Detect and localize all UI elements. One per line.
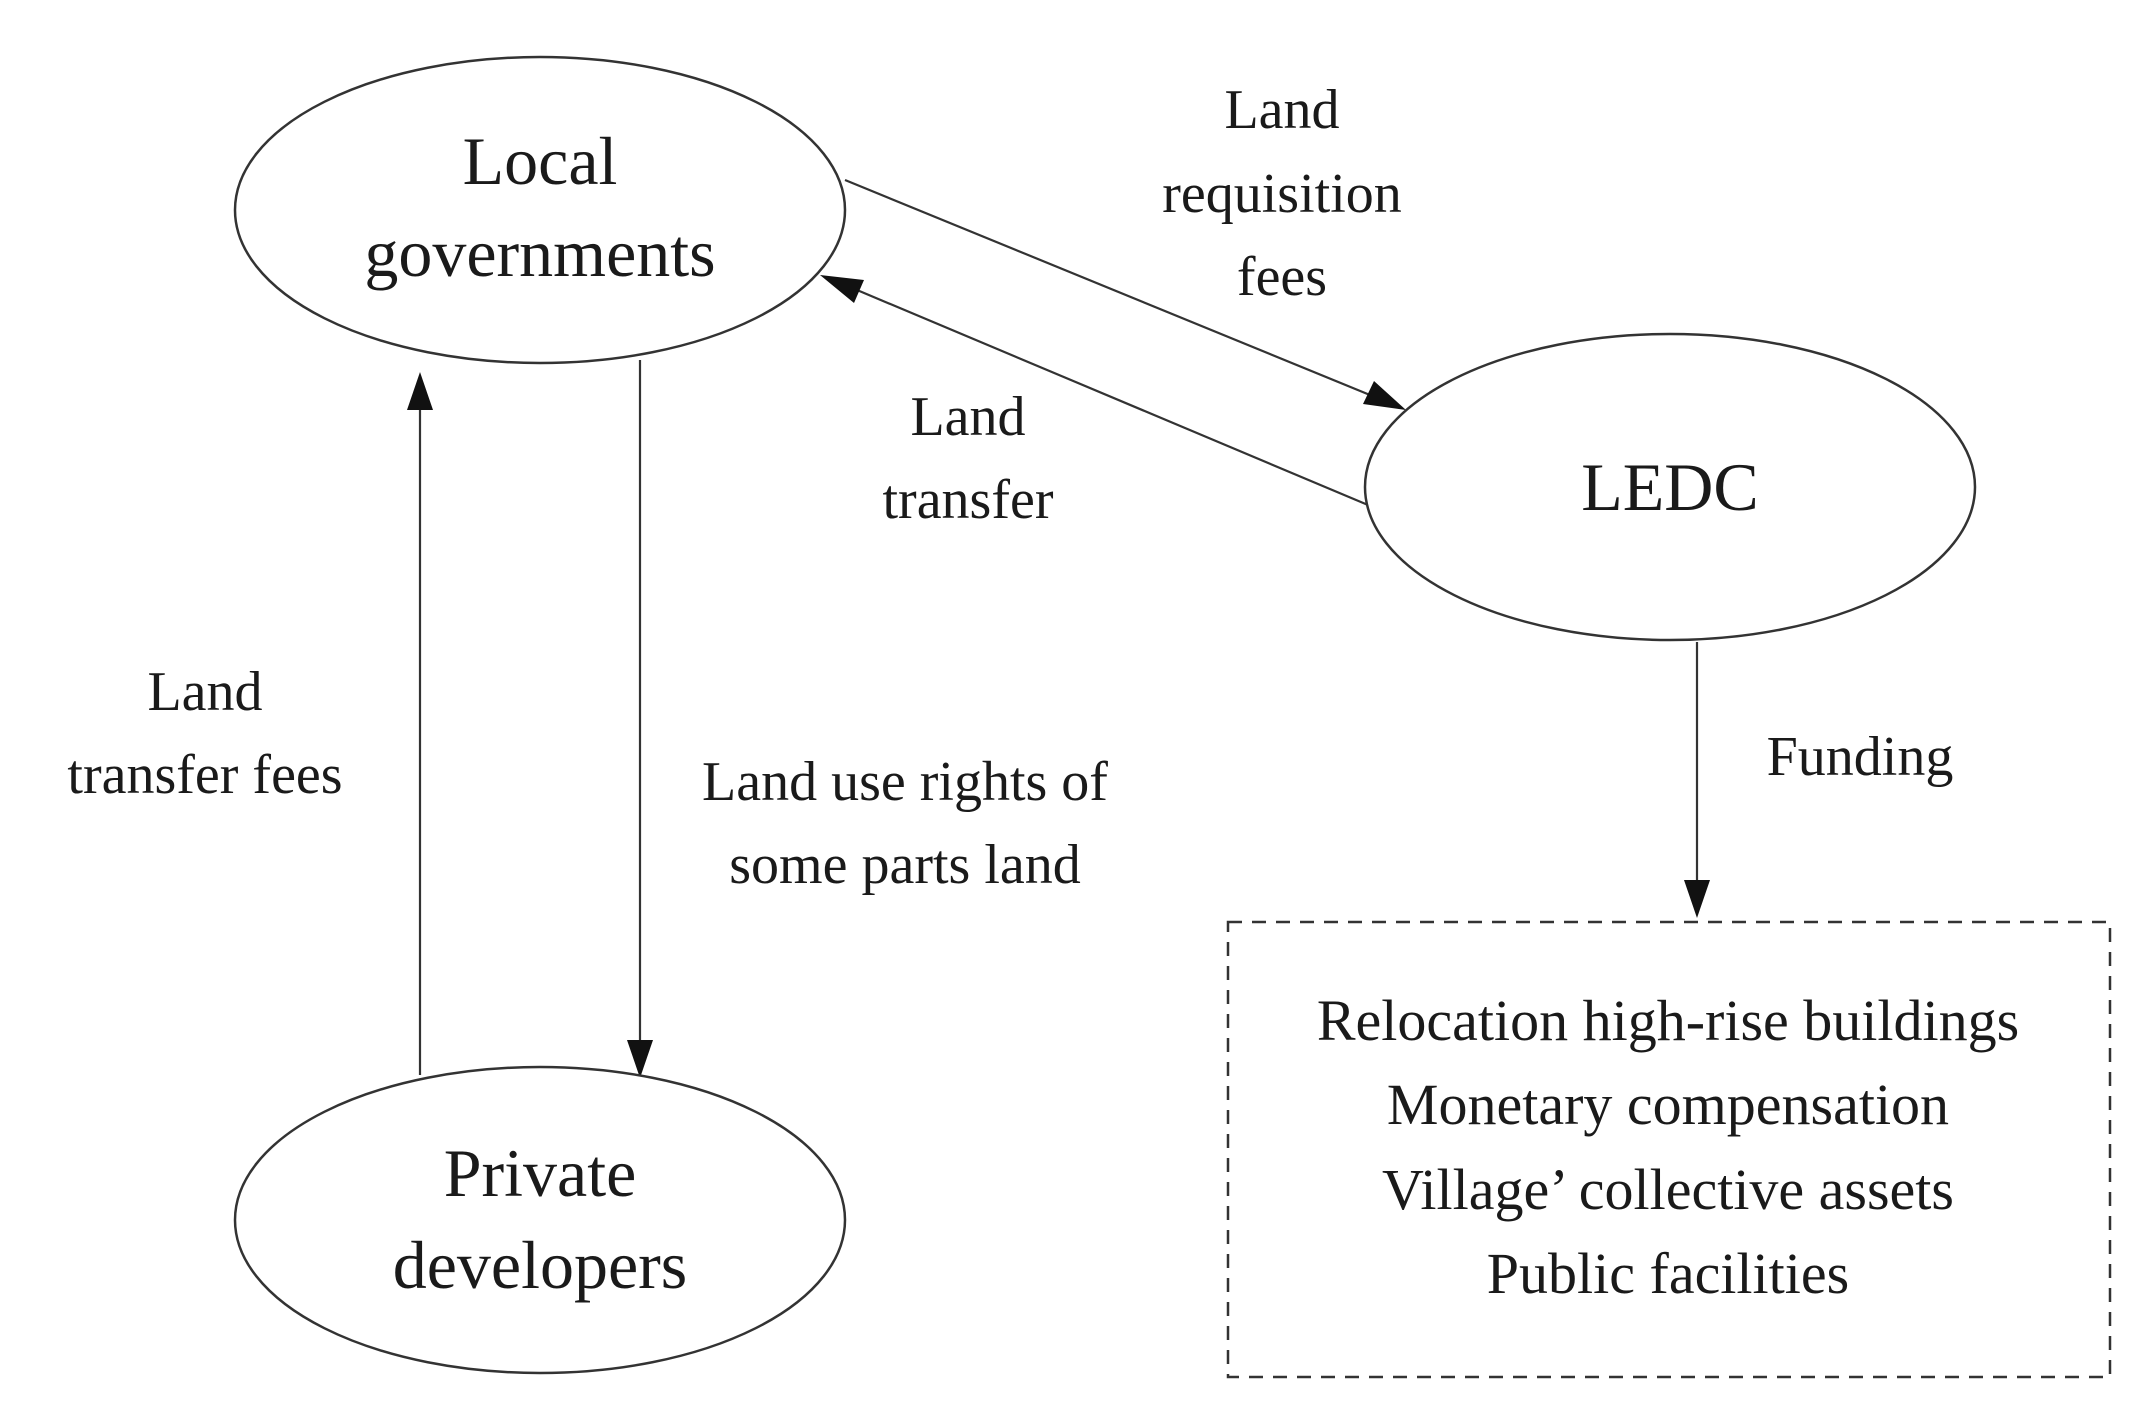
edge-label-line2: requisition: [1162, 163, 1402, 225]
label-land-requisition-fees: Land requisition fees: [1162, 79, 1402, 308]
node-label-line1: LEDC: [1581, 449, 1759, 525]
funding-targets-box: Relocation high-rise buildings Monetary …: [1226, 920, 2112, 1379]
funding-target-item: Monetary compensation: [1387, 1072, 1949, 1137]
node-label-line2: developers: [393, 1227, 688, 1303]
dashed-box: [1226, 920, 2112, 1379]
edge-funding: [1684, 642, 1710, 918]
node-label-line1: Private: [444, 1135, 637, 1211]
arrow-head-icon: [627, 1040, 653, 1078]
node-label-line2: governments: [364, 215, 715, 291]
edge-label-line2: transfer: [882, 469, 1053, 531]
edge-line: [844, 178, 1371, 397]
label-funding: Funding: [1767, 726, 1954, 788]
edge-label-line1: Land: [147, 661, 262, 723]
edge-label-line2: transfer fees: [67, 744, 342, 806]
funding-target-item: Village’ collective assets: [1382, 1157, 1954, 1222]
node-ellipse: [233, 1065, 847, 1375]
edge-land-transfer: [820, 275, 1369, 507]
edge-label-line1: Land: [1224, 79, 1339, 141]
edge-land-transfer-fees: [407, 372, 433, 1075]
node-private-developers: Private developers: [233, 1065, 847, 1375]
node-ellipse: [1363, 332, 1977, 642]
node-label-line1: Local: [463, 123, 618, 199]
edge-land-requisition-fees: [844, 178, 1406, 410]
node-ellipse: [233, 55, 847, 365]
edge-label-line3: fees: [1237, 246, 1327, 308]
edge-land-use-rights: [627, 360, 653, 1078]
node-local-governments: Local governments: [233, 55, 847, 365]
label-land-transfer: Land transfer: [882, 386, 1053, 531]
label-land-transfer-fees: Land transfer fees: [67, 661, 342, 806]
edge-label-line1: Funding: [1767, 726, 1954, 788]
arrow-head-icon: [1684, 880, 1710, 918]
edge-line: [856, 288, 1369, 507]
arrow-head-icon: [820, 275, 864, 303]
funding-target-item: Relocation high-rise buildings: [1317, 988, 2019, 1053]
arrow-head-icon: [407, 372, 433, 410]
node-ledc: LEDC: [1363, 332, 1977, 642]
label-land-use-rights: Land use rights of some parts land: [702, 751, 1108, 896]
edge-label-line2: some parts land: [729, 834, 1080, 896]
funding-target-item: Public facilities: [1487, 1241, 1849, 1306]
arrow-head-icon: [1363, 381, 1406, 410]
edge-label-line1: Land use rights of: [702, 751, 1108, 813]
edge-label-line1: Land: [910, 386, 1025, 448]
